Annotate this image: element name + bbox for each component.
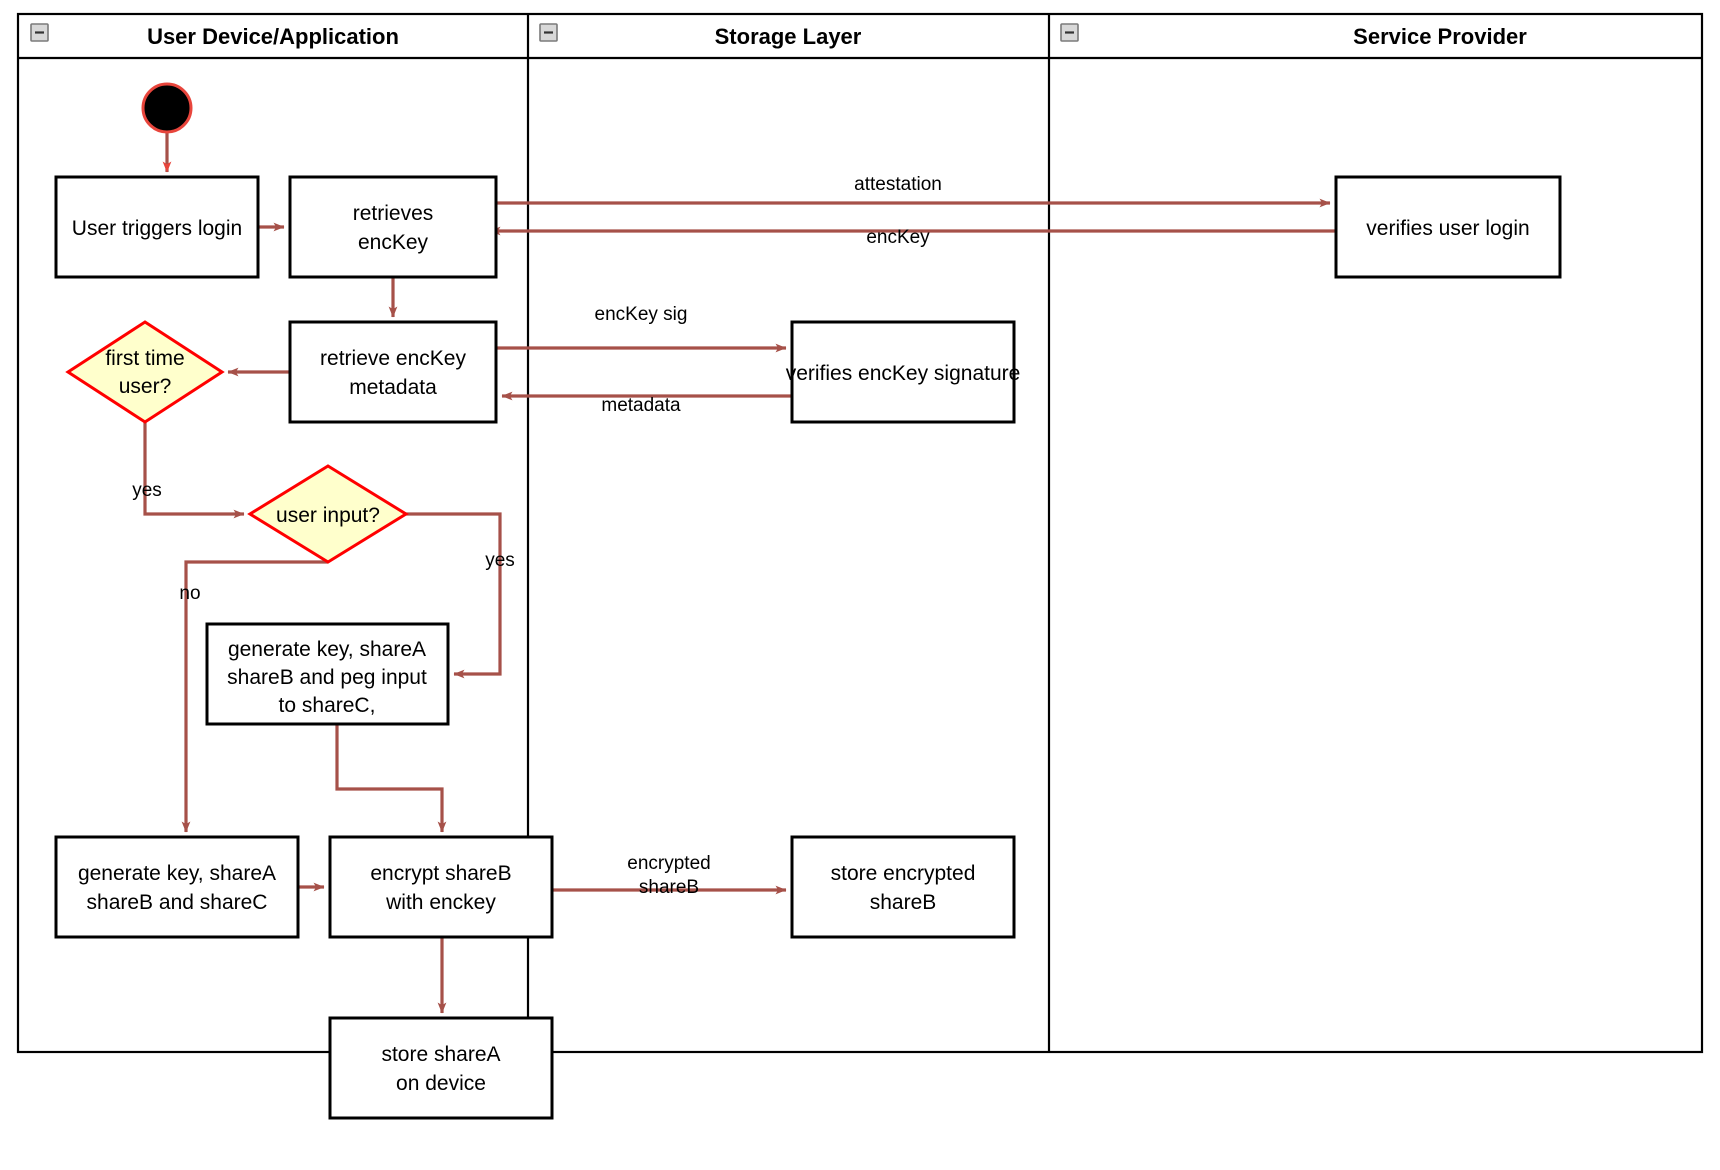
minus-box-icon[interactable]: [30, 23, 49, 42]
node-label-line-2: on device: [396, 1072, 486, 1095]
node-label-line-1: store encrypted: [831, 862, 976, 885]
lane-header-storage-layer: Storage Layer: [539, 23, 862, 49]
edge-userinput-no: [181, 560, 328, 833]
node-generate-key-shares[interactable]: generate key, shareA shareB and shareC: [54, 835, 300, 939]
node-label-line-2: shareB and shareC: [87, 891, 268, 914]
diagram-frame: [16, 12, 1704, 1054]
node-label-line-2: metadata: [349, 376, 437, 399]
node-retrieves-enckey[interactable]: retrieves encKey: [288, 175, 498, 279]
node-label: user input?: [276, 504, 380, 527]
lane-title-user-device: User Device/Application: [147, 24, 399, 49]
edge-label-metadata: metadata: [601, 395, 681, 416]
node-decision-user-input[interactable]: user input?: [247, 464, 409, 564]
edge-label-encrypted-1: encrypted: [627, 853, 710, 874]
node-retrieve-enckey-metadata[interactable]: retrieve encKey metadata: [288, 320, 498, 424]
minus-box-icon[interactable]: [1060, 23, 1079, 42]
edge-label-enckey: encKey: [866, 227, 930, 248]
node-generate-key-peg-input[interactable]: generate key, shareA shareB and peg inpu…: [205, 622, 450, 726]
edge-label-enckey-sig: encKey sig: [595, 304, 688, 325]
edge-label-yes-firsttime: yes: [132, 480, 162, 501]
lane-title-service-provider: Service Provider: [1353, 24, 1527, 49]
node-label-line-1: retrieves: [353, 202, 434, 225]
node-label-line-1: retrieve encKey: [320, 347, 466, 370]
node-label-line-1: generate key, shareA: [78, 862, 276, 885]
node-label-line-2: with enckey: [385, 891, 496, 914]
node-label-line-1: store shareA: [381, 1043, 500, 1066]
edge-label-yes-userinput: yes: [485, 550, 515, 571]
node-verifies-enckey-signature[interactable]: verifies encKey signature: [786, 320, 1021, 424]
lane-header-service-provider: Service Provider: [1060, 23, 1527, 49]
edge-firsttime-yes: [143, 422, 245, 519]
node-label-line-1: encrypt shareB: [370, 862, 511, 885]
node-encrypt-shareb[interactable]: encrypt shareB with enckey: [328, 835, 554, 939]
edge-label-no-userinput: no: [179, 583, 200, 604]
node-label-line-2: shareB: [870, 891, 937, 914]
node-verifies-user-login[interactable]: verifies user login: [1334, 175, 1562, 279]
node-label: verifies user login: [1366, 217, 1529, 240]
edge-label-encrypted-2: shareB: [639, 877, 699, 898]
node-label-line-2: encKey: [358, 231, 429, 254]
node-user-triggers-login[interactable]: User triggers login: [54, 175, 260, 279]
minus-box-icon[interactable]: [539, 23, 558, 42]
edge-label-attestation: attestation: [854, 174, 942, 195]
edge-userinput-yes: [406, 512, 502, 679]
node-label-line-1: first time: [105, 347, 184, 370]
lane-header-user-device: User Device/Application: [30, 23, 399, 49]
node-label: User triggers login: [72, 217, 242, 240]
initial-node: [141, 82, 193, 134]
node-label-line-2: user?: [119, 375, 172, 398]
node-label-line-2: shareB and peg input: [227, 666, 427, 689]
lane-title-storage-layer: Storage Layer: [715, 24, 862, 49]
node-decision-first-time-user[interactable]: first time user?: [65, 320, 225, 424]
node-label-line-1: generate key, shareA: [228, 638, 426, 661]
node-label: verifies encKey signature: [786, 362, 1021, 385]
node-label-line-3: to shareC,: [279, 694, 376, 717]
node-store-encrypted-shareb[interactable]: store encrypted shareB: [790, 835, 1016, 939]
node-store-sharea-on-device[interactable]: store shareA on device: [328, 1016, 554, 1120]
edge-generatepeg-to-encrypt: [335, 724, 447, 833]
